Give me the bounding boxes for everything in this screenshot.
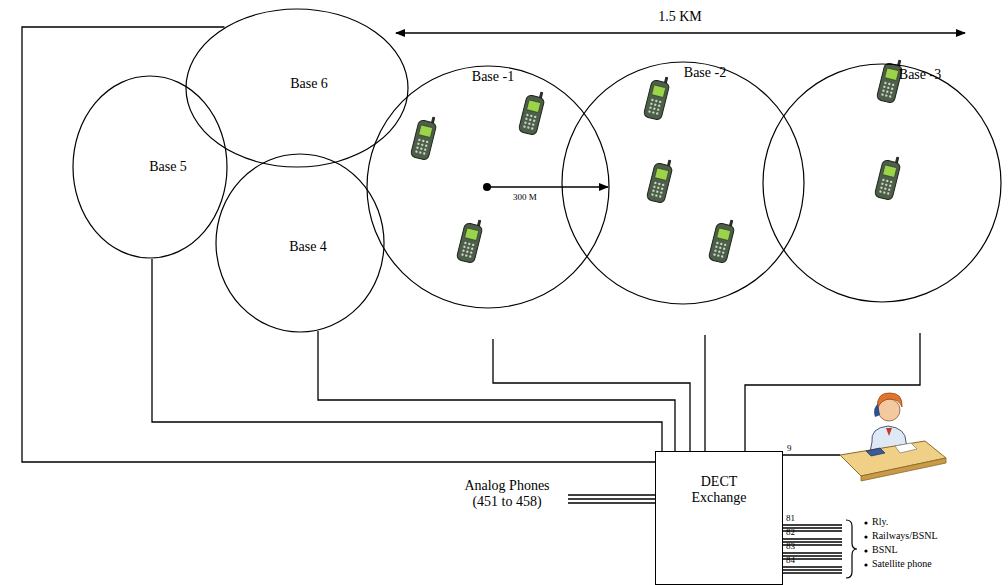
base-station-cell: Base -1 [366, 65, 610, 339]
base-wire [318, 331, 675, 451]
line-number: 82 [786, 527, 795, 537]
mobile-phone [456, 217, 484, 264]
line-number: 84 [786, 555, 795, 565]
cell-ellipse [216, 154, 384, 332]
cell-circle [763, 64, 1001, 302]
line-number: 9 [787, 443, 792, 453]
cell-outline [762, 63, 1002, 303]
cell-label: Base 6 [290, 76, 328, 92]
mobile-phone [643, 74, 671, 121]
base-station-cell: Base 5 [72, 75, 228, 259]
base-wire [704, 335, 705, 451]
cell-label: Base -2 [684, 65, 726, 81]
base-wire [493, 339, 690, 451]
cell-label: Base -1 [472, 69, 514, 85]
cell-circle [562, 62, 804, 304]
base-wire [745, 333, 920, 451]
base-station-cell: Base -3 [762, 63, 1002, 333]
trunk-lines [783, 525, 842, 573]
radius-label: 300 M [513, 192, 537, 202]
cell-label: Base 5 [149, 159, 187, 175]
radius-arrow [487, 186, 608, 187]
line-number: 83 [786, 541, 795, 551]
cell-label: Base 4 [289, 239, 327, 255]
base-station-cell: Base -2 [561, 61, 805, 335]
analog-phones-label: Analog Phones (451 to 458) [455, 478, 559, 510]
cell-ellipse [73, 76, 227, 258]
operator-line [783, 454, 840, 455]
network-label: Railways/BSNL [872, 530, 938, 542]
exchange-box: DECT Exchange [655, 451, 783, 585]
cell-outline [561, 61, 805, 305]
network-label: BSNL [872, 544, 898, 556]
network-label: Rly. [872, 516, 888, 528]
base-wire [22, 27, 655, 462]
cell-circle [367, 66, 609, 308]
mobile-phone [518, 89, 546, 136]
box-title: DECT Exchange [683, 474, 755, 506]
analog-trunk [568, 495, 655, 503]
dimension-arrow [396, 32, 965, 33]
bullets [864, 521, 867, 566]
distance-label: 1.5 KM [658, 9, 702, 25]
mobile-phone [708, 217, 736, 264]
mobile-phone [410, 114, 438, 161]
cell-label: Base -3 [899, 67, 941, 83]
cell-outline [366, 65, 610, 309]
line-number: 81 [786, 513, 795, 523]
group-bracket [846, 520, 857, 578]
base-station-cell: Base 4 [215, 153, 385, 333]
mobile-phone [646, 157, 674, 204]
base-wire [152, 259, 662, 451]
mobile-phone [874, 154, 902, 201]
operator-figure [840, 393, 946, 481]
network-label: Satellite phone [872, 558, 932, 570]
